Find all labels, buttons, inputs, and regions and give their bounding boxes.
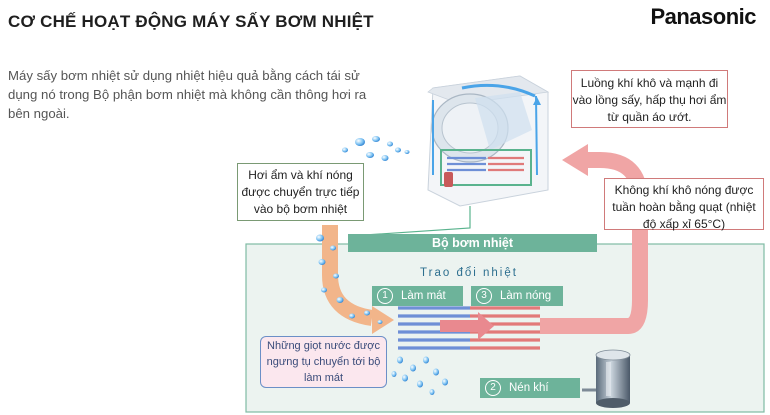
stage-compression: 2 Nén khí <box>480 378 580 398</box>
dryer-illustration <box>349 75 550 237</box>
intro-text: Máy sấy bơm nhiệt sử dụng nhiệt hiệu quả… <box>8 68 367 121</box>
callout-condensed-drops: Những giọt nước được ngưng tụ chuyển tới… <box>260 336 387 388</box>
heat-pump-label: Bộ bơm nhiệt <box>348 234 597 252</box>
stage-number: 3 <box>476 288 492 304</box>
callout-hot-air: Không khí khô nóng được tuần hoàn bằng q… <box>604 178 764 231</box>
callout-dry-air: Luồng khí khô và mạnh đi vào lồng sấy, h… <box>571 70 728 128</box>
callout-humid-air: Hơi ẩm và khí nóng được chuyển trực tiếp… <box>237 163 364 221</box>
heat-exchanger-coils <box>398 306 540 350</box>
compressor-illustration <box>582 349 631 408</box>
brand-logo: Panasonic <box>650 4 756 29</box>
internal-airflow-arrow <box>440 312 494 340</box>
stage-label: Làm nóng <box>500 290 552 302</box>
stage-number: 2 <box>485 380 501 396</box>
stage-number: 1 <box>377 288 393 304</box>
water-droplets <box>316 136 448 395</box>
stage-label: Làm mát <box>401 290 446 302</box>
heat-exchange-label: Trao đổi nhiệt <box>420 267 518 279</box>
stage-label: Nén khí <box>509 382 549 394</box>
stage-heating: 3 Làm nóng <box>471 286 563 306</box>
page-title: CƠ CHẾ HOẠT ĐỘNG MÁY SẤY BƠM NHIỆT <box>8 12 374 31</box>
stage-cooling: 1 Làm mát <box>372 286 463 306</box>
